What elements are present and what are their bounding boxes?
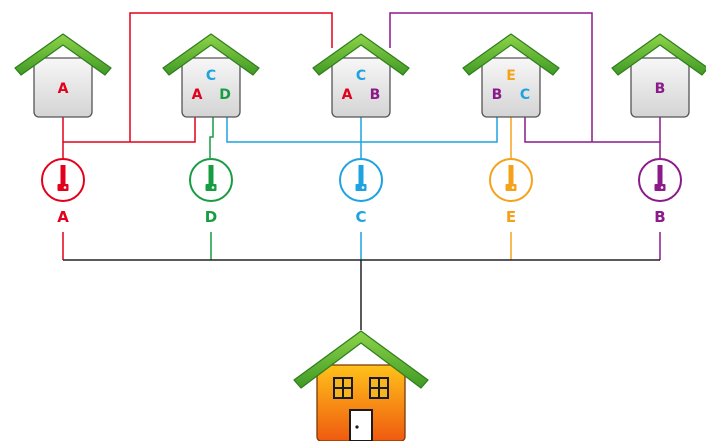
key-label: C	[355, 208, 366, 226]
key-shaft	[657, 165, 663, 185]
key-hole	[361, 186, 365, 189]
key-shaft	[358, 165, 364, 185]
lock-label: D	[219, 87, 231, 103]
key-hole	[660, 186, 664, 189]
key-label: E	[506, 208, 516, 226]
lock-house: A	[14, 33, 112, 118]
lock-label: B	[492, 87, 503, 103]
key-shaft	[60, 165, 66, 185]
key-icon	[489, 158, 533, 202]
key-icon	[41, 158, 85, 202]
main-house-roof	[293, 330, 429, 389]
key-head	[57, 184, 69, 191]
key-label: D	[205, 208, 217, 226]
connector-b	[524, 117, 661, 143]
house-roof	[462, 33, 560, 76]
lock-label: C	[356, 68, 366, 84]
key-head	[205, 184, 217, 191]
key-hole	[211, 186, 215, 189]
lock-house: CA B	[312, 33, 410, 118]
lock-label: A	[342, 87, 353, 103]
key-icon	[189, 158, 233, 202]
lock-house: EB C	[462, 33, 560, 118]
connector-b	[389, 12, 593, 142]
connector-a	[129, 12, 333, 142]
house-roof	[162, 33, 260, 76]
house-body	[33, 57, 93, 118]
key-icon	[638, 158, 682, 202]
window-icon	[369, 377, 389, 399]
connector-a	[63, 117, 196, 143]
connector-d	[209, 117, 214, 158]
key-head	[654, 184, 666, 191]
key-hole	[511, 186, 515, 189]
key-label: B	[654, 208, 665, 226]
key-shaft	[508, 165, 514, 185]
key-head	[355, 184, 367, 191]
key-hole	[63, 186, 67, 189]
lock-label: B	[655, 81, 666, 97]
house-body	[481, 57, 541, 118]
key-icon	[339, 158, 383, 202]
house-body	[331, 57, 391, 118]
door-icon	[349, 409, 373, 441]
house-body	[181, 57, 241, 118]
house-roof	[14, 33, 112, 76]
lock-label: A	[58, 81, 69, 97]
key-shaft	[208, 165, 214, 185]
lock-house: B	[611, 33, 706, 118]
main-house-icon	[293, 330, 429, 441]
house-body	[630, 57, 690, 118]
lock-label: E	[506, 68, 516, 84]
house-roof	[312, 33, 410, 76]
lock-label: B	[370, 87, 381, 103]
lock-label: A	[192, 87, 203, 103]
lock-label: C	[520, 87, 530, 103]
connector-c	[226, 117, 498, 143]
window-icon	[333, 377, 353, 399]
key-label: A	[57, 208, 69, 226]
key-head	[505, 184, 517, 191]
lock-label: C	[206, 68, 216, 84]
house-roof	[611, 33, 706, 76]
